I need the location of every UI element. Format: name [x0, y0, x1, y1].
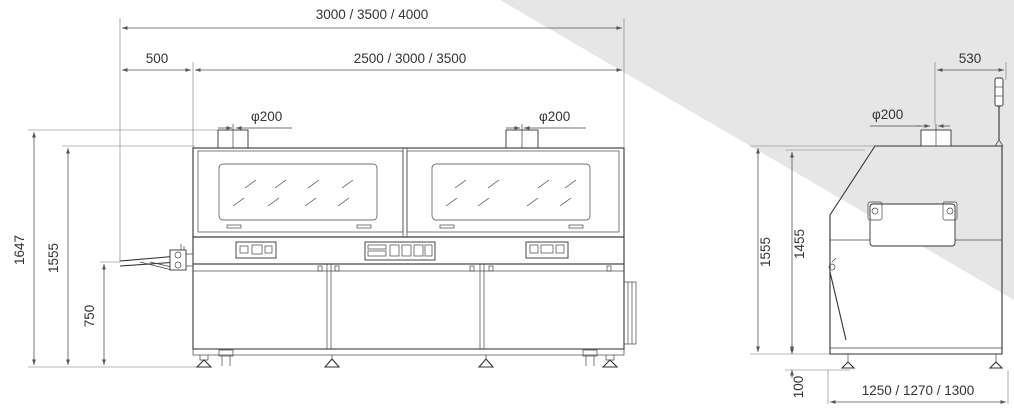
center-control-panel: [364, 241, 436, 261]
side-access-panel: [869, 203, 956, 247]
front-overall-height-label: 1647: [12, 235, 27, 265]
side-body-outline: [829, 145, 1003, 355]
left-control-panel: [235, 241, 277, 259]
background-watermark: [500, 0, 1014, 300]
front-overall-length-label: 3000 / 3500 / 4000: [316, 7, 429, 22]
front-right-exhaust-diameter-label: φ200: [539, 109, 570, 124]
window-glare-marks: [232, 179, 577, 207]
front-right-window: [431, 163, 591, 221]
signal-tower: [994, 77, 1004, 147]
side-feet: [840, 354, 1004, 369]
front-casters: [195, 349, 619, 368]
side-exhaust-offset-label: 530: [959, 51, 982, 66]
front-left-exhaust-diameter-label: φ200: [251, 109, 282, 124]
side-view: 530 φ200 1555 1455 100 1250 / 1270 / 130…: [750, 51, 1009, 404]
front-conveyor-length-label: 500: [146, 51, 169, 66]
front-left-window: [218, 163, 378, 221]
front-conveyor-height-label: 750: [82, 305, 97, 328]
front-chamber-length-label: 2500 / 3000 / 3500: [354, 51, 467, 66]
side-body-height-label: 1455: [792, 229, 807, 259]
loading-conveyor: [119, 244, 194, 271]
right-control-panel: [525, 241, 569, 259]
side-overall-height-label: 1555: [758, 237, 773, 267]
side-foot-clearance-label: 100: [791, 376, 806, 399]
front-view: 3000 / 3500 / 4000 500 2500 / 3000 / 350…: [12, 7, 637, 368]
side-depth-label: 1250 / 1270 / 1300: [862, 383, 975, 398]
front-hood: [192, 147, 625, 238]
front-body-height-label: 1555: [46, 243, 61, 273]
side-exhaust-diameter-label: φ200: [872, 107, 903, 122]
front-lower-cabinet: [192, 263, 625, 350]
side-lever: [828, 257, 847, 341]
